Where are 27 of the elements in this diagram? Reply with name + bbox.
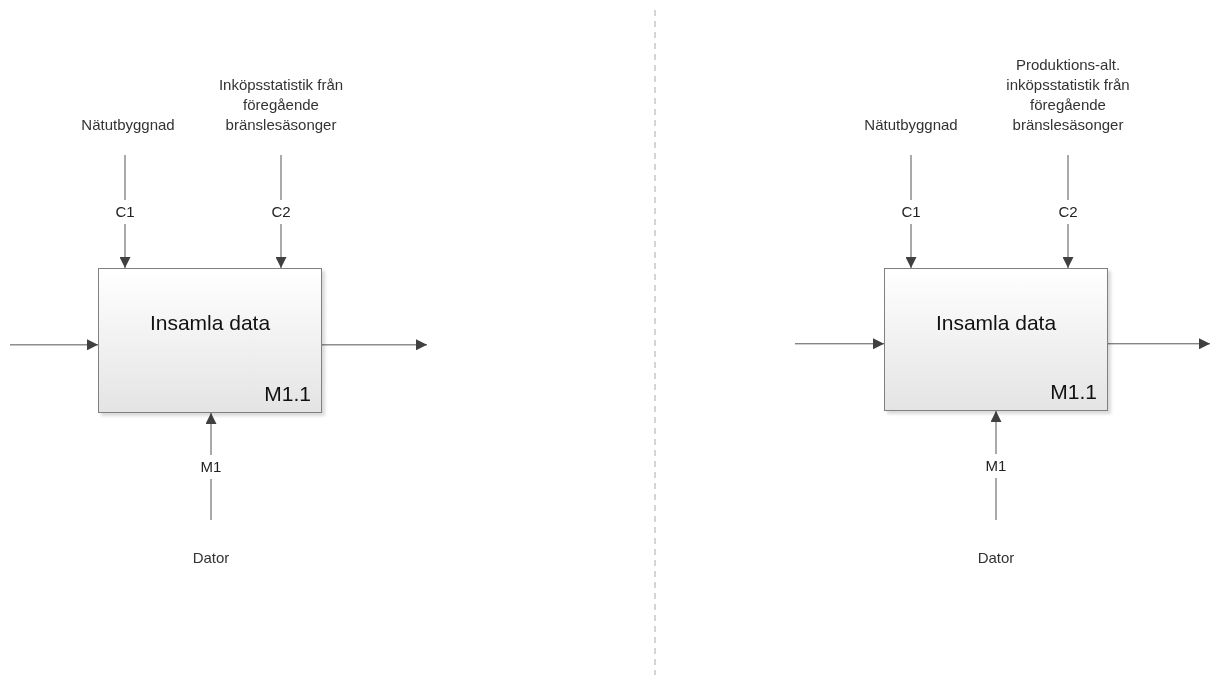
process-title: Insamla data: [148, 311, 272, 335]
process-title: Insamla data: [934, 311, 1058, 335]
mechanism-label: Dator: [977, 548, 1015, 568]
edge-label: C1: [900, 199, 922, 224]
edge-label: C2: [1057, 199, 1079, 224]
process-box: [884, 268, 1108, 411]
control-label: Nätutbyggnad: [81, 115, 175, 135]
mechanism-label: Dator: [192, 548, 230, 568]
arrow: [321, 339, 428, 351]
edge-label: M1: [984, 453, 1008, 478]
edge-label: C2: [270, 199, 292, 224]
arrow: [1107, 338, 1211, 350]
arrow: [9, 339, 99, 351]
process-number: M1.1: [1050, 380, 1097, 404]
process-number: M1.1: [264, 382, 311, 406]
arrow: [119, 154, 131, 269]
edge-label: M1: [199, 454, 223, 479]
process-box: [98, 268, 322, 413]
arrow: [1062, 154, 1074, 269]
arrow: [905, 154, 917, 269]
control-label: Nätutbyggnad: [864, 115, 958, 135]
arrow: [275, 154, 287, 269]
control-label: Inköpsstatistik från föregående bränslesäsonger: [217, 75, 345, 135]
arrow: [794, 338, 885, 350]
arrow: [205, 412, 217, 521]
control-label: Produktions-alt. inköpsstatistik från föregående bränslesäsonger: [1005, 55, 1131, 135]
edge-label: C1: [114, 199, 136, 224]
